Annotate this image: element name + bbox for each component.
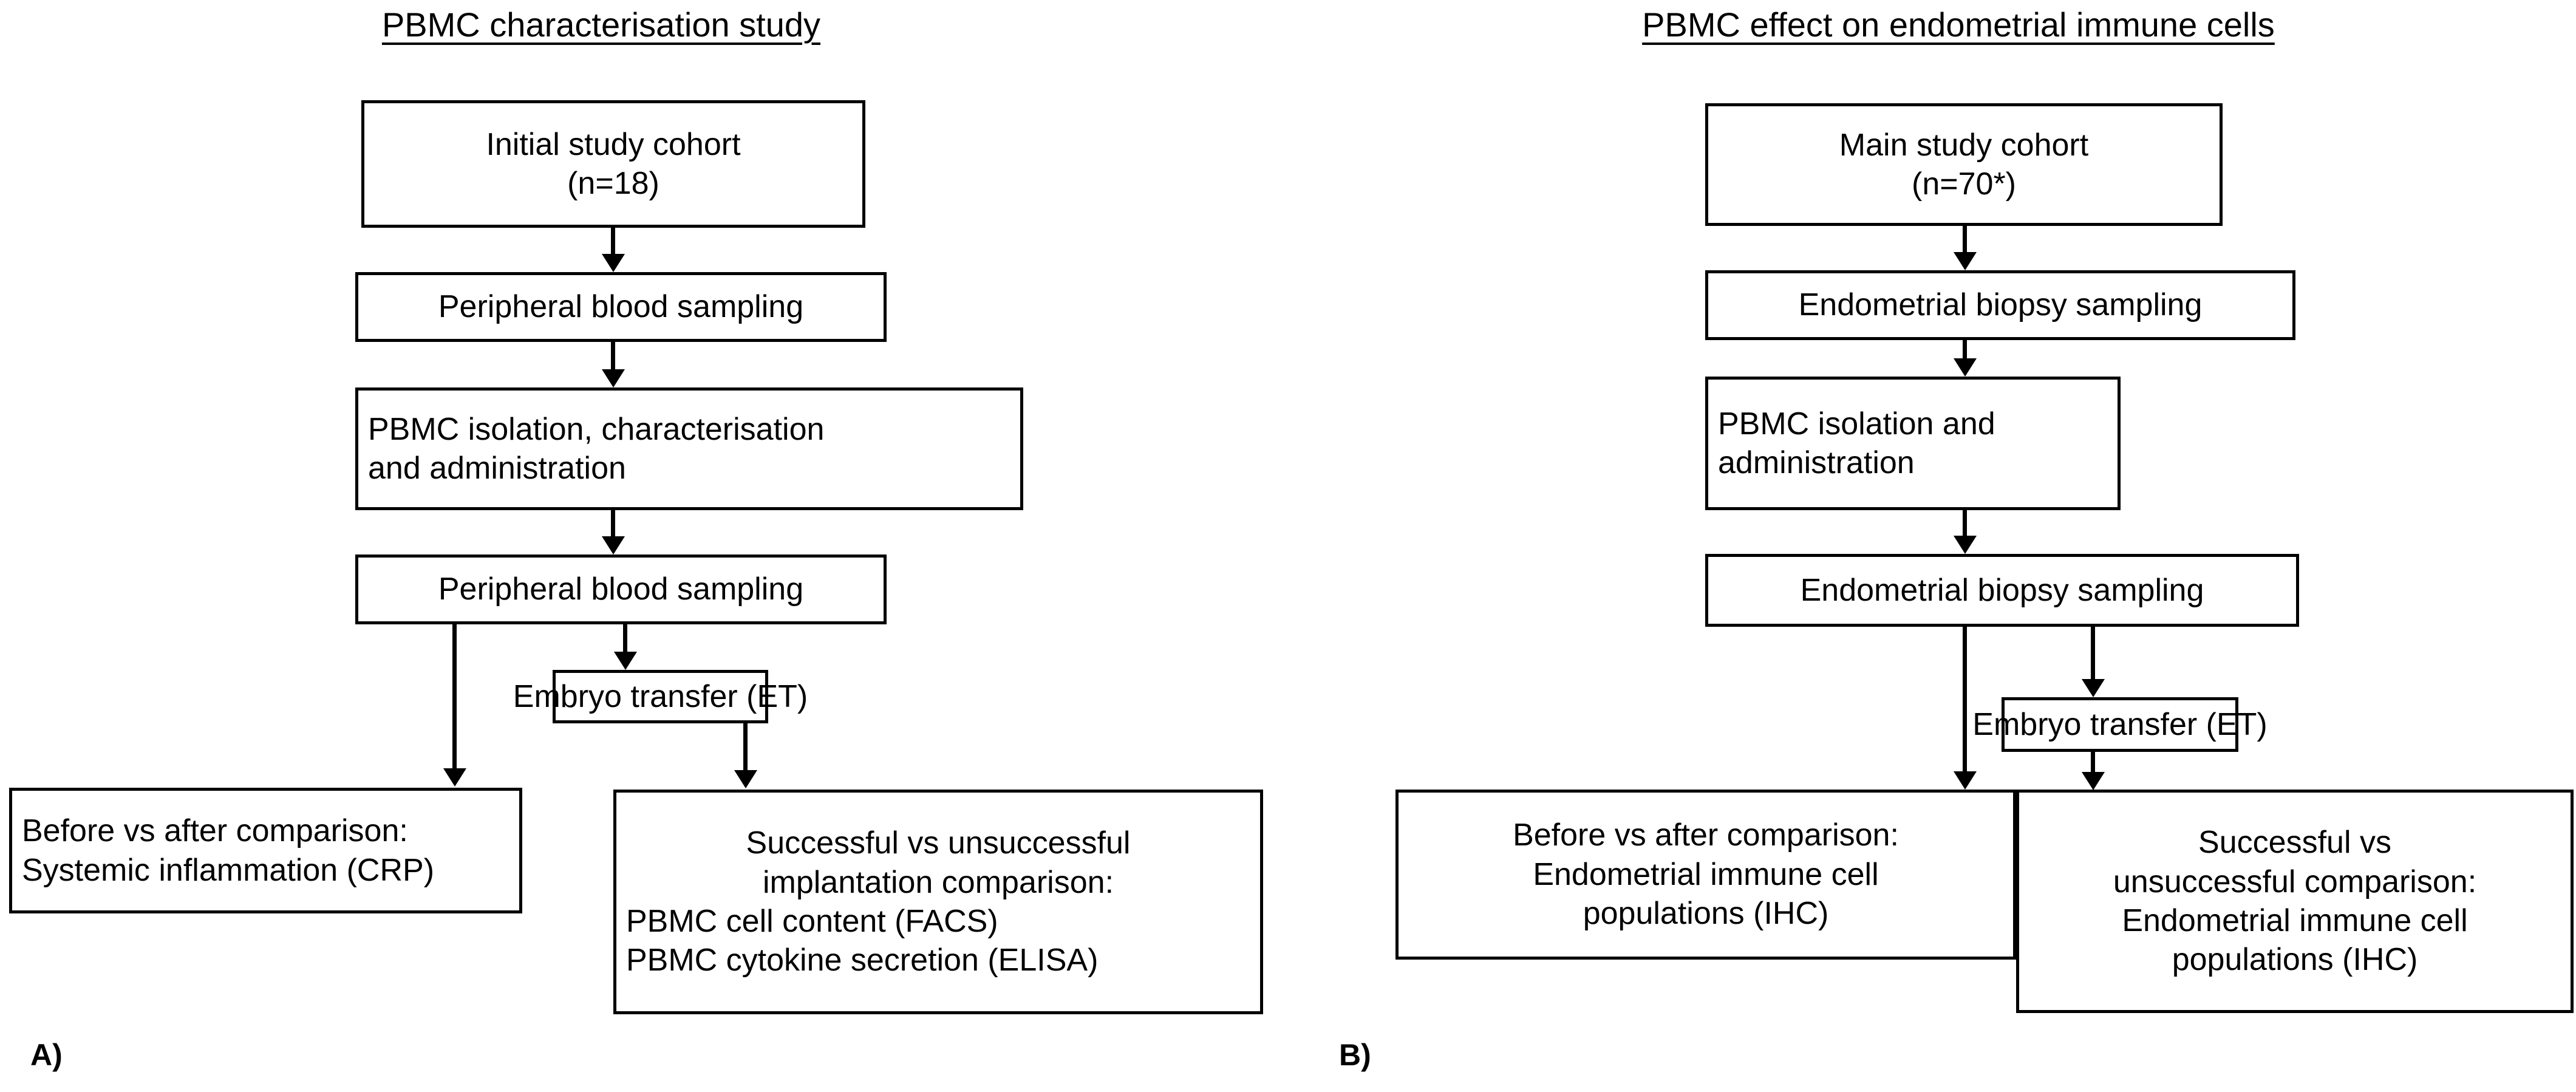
node-line: PBMC isolation, characterisation	[368, 411, 825, 447]
node-line: Main study cohort	[1839, 127, 2089, 163]
node-line: Embryo transfer (ET)	[1972, 706, 2268, 742]
node-line: Endometrial immune cell	[1533, 856, 1879, 892]
node-line: implantation comparison:	[762, 864, 1114, 900]
node-pbmc-isolation-and-administration: PBMC isolation and administration	[1705, 377, 2121, 510]
node-initial-study-cohort: Initial study cohort (n=18)	[361, 100, 865, 228]
node-line: Systemic inflammation (CRP)	[22, 852, 435, 888]
panel-a-label: A)	[30, 1038, 63, 1072]
node-line: Initial study cohort	[486, 126, 741, 162]
node-peripheral-blood-sampling-2: Peripheral blood sampling	[355, 555, 887, 624]
node-line: populations (IHC)	[2172, 942, 2418, 978]
node-before-vs-after-comparison-crp: Before vs after comparison: Systemic inf…	[9, 788, 522, 913]
node-successful-vs-unsuccessful-implantation-comparison: Successful vs unsuccessful implantation …	[613, 790, 1263, 1014]
node-line: Before vs after comparison:	[22, 813, 408, 849]
node-line: Endometrial immune cell	[2122, 903, 2468, 938]
node-line: Endometrial biopsy sampling	[1800, 572, 2204, 608]
panel-a-title: PBMC characterisation study	[381, 5, 821, 44]
node-line: Peripheral blood sampling	[438, 289, 804, 325]
node-line: Successful vs unsuccessful	[746, 825, 1131, 861]
node-line: (n=18)	[567, 166, 659, 201]
node-before-vs-after-comparison-ihc: Before vs after comparison: Endometrial …	[1395, 790, 2016, 960]
panel-b-label: B)	[1339, 1038, 1371, 1072]
node-endometrial-biopsy-sampling-2: Endometrial biopsy sampling	[1705, 554, 2299, 627]
node-pbmc-isolation-characterisation-administration: PBMC isolation, characterisation and adm…	[355, 387, 1023, 510]
node-line: populations (IHC)	[1583, 896, 1829, 932]
node-successful-vs-unsuccessful-comparison-ihc: Successful vs unsuccessful comparison: E…	[2016, 790, 2574, 1013]
node-line: (n=70*)	[1912, 166, 2016, 202]
panel-b-title: PBMC effect on endometrial immune cells	[1642, 5, 2275, 44]
node-line: and administration	[368, 451, 626, 486]
node-line: PBMC isolation and	[1718, 406, 1995, 442]
node-line: administration	[1718, 445, 1915, 480]
node-line: Peripheral blood sampling	[438, 572, 804, 607]
node-embryo-transfer-a: Embryo transfer (ET)	[513, 670, 808, 723]
node-peripheral-blood-sampling-1: Peripheral blood sampling	[355, 272, 887, 342]
node-line: Embryo transfer (ET)	[513, 678, 808, 714]
node-line: Successful vs	[2198, 825, 2391, 861]
node-line: Endometrial biopsy sampling	[1798, 287, 2203, 323]
node-line: PBMC cell content (FACS)	[626, 904, 998, 939]
node-line: Before vs after comparison:	[1513, 817, 1899, 853]
node-line: unsuccessful comparison:	[2113, 864, 2477, 899]
node-line: PBMC cytokine secretion (ELISA)	[626, 943, 1099, 978]
node-main-study-cohort: Main study cohort (n=70*)	[1705, 103, 2223, 226]
node-endometrial-biopsy-sampling-1: Endometrial biopsy sampling	[1705, 270, 2295, 340]
node-embryo-transfer-b: Embryo transfer (ET)	[1972, 697, 2268, 752]
